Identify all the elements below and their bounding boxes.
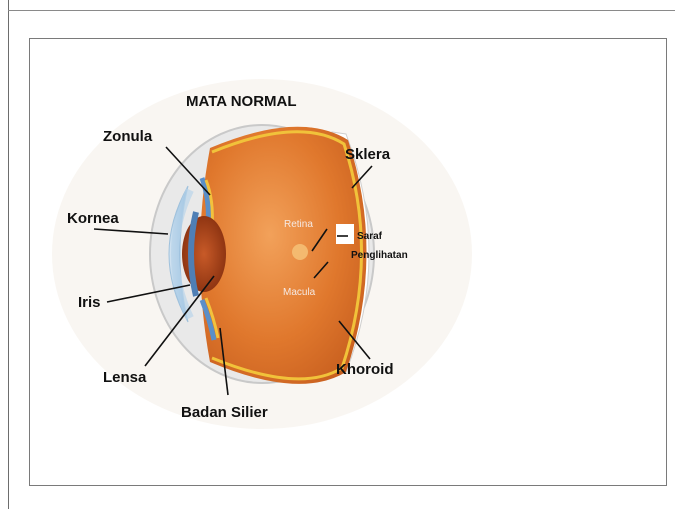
label-zonula: Zonula [103,128,152,145]
label-penglihatan: Penglihatan [351,250,408,261]
label-macula: Macula [283,287,315,298]
label-lensa: Lensa [103,369,146,386]
label-badan-silier: Badan Silier [181,404,268,421]
diagram-title: MATA NORMAL [186,93,297,110]
label-retina: Retina [284,219,313,230]
label-kornea: Kornea [67,210,119,227]
label-iris: Iris [78,294,101,311]
optic-nerve-shape [336,224,354,244]
label-saraf: Saraf [357,231,382,242]
macula-spot [292,244,308,260]
label-sklera: Sklera [345,146,390,163]
label-khoroid: Khoroid [336,361,394,378]
